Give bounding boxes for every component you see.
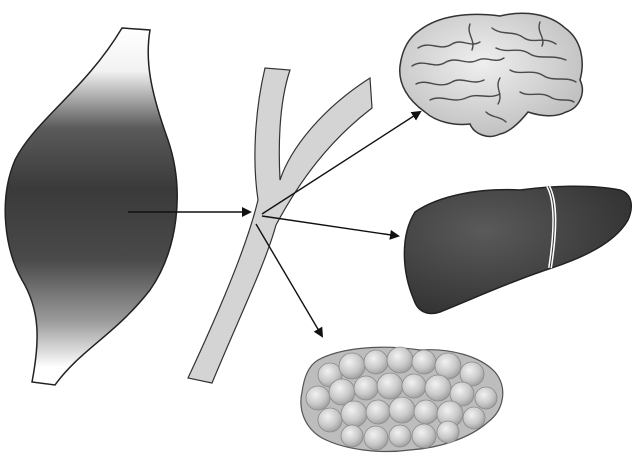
- brain-icon: [400, 13, 583, 136]
- adipose-tissue-icon: [301, 347, 503, 452]
- arrow-vessel-to-liver: [262, 216, 398, 236]
- blood-vessel-icon: [188, 68, 372, 383]
- arrow-vessel-to-adipose: [256, 224, 322, 336]
- liver-icon: [404, 186, 631, 314]
- muscle-icon: [5, 28, 177, 385]
